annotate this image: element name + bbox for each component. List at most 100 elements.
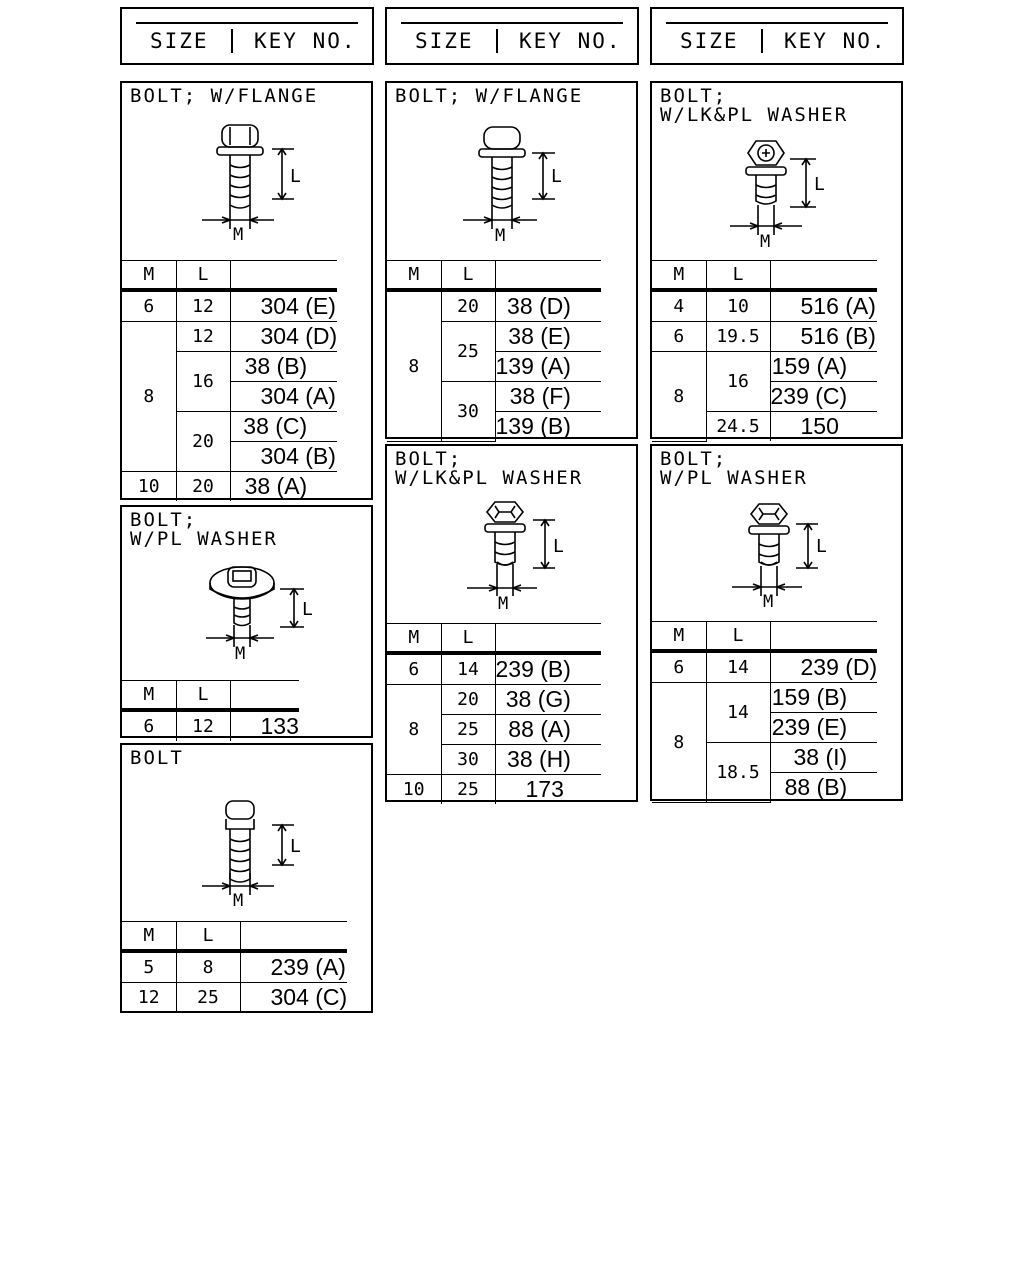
cell-l: 14 bbox=[705, 650, 771, 683]
col-m-header: M bbox=[122, 921, 177, 953]
col-key-header bbox=[229, 260, 338, 292]
cell-m: 6 bbox=[122, 289, 177, 322]
dim-m-label: M bbox=[763, 592, 773, 612]
cell-key: 304 (B) bbox=[230, 441, 338, 472]
cell-l: 8 bbox=[175, 950, 241, 983]
cell-l: 25 bbox=[440, 774, 496, 804]
table-header-row: M L bbox=[122, 921, 348, 953]
cell-l: 14 bbox=[705, 682, 771, 743]
size-table: M L 5 8 239 (A) 12 25 304 (C) bbox=[122, 921, 348, 1012]
header-size-label: SIZE bbox=[680, 29, 739, 53]
pl-washer-bolt-icon: L M bbox=[732, 503, 827, 612]
cell-key: 239 (E) bbox=[770, 712, 878, 743]
flange-bolt-icon: L M bbox=[463, 126, 562, 246]
col-l-header: L bbox=[705, 621, 771, 653]
cell-l: 12 bbox=[175, 321, 231, 352]
cell-l: 14 bbox=[440, 652, 496, 685]
cell-key: 304 (D) bbox=[229, 321, 338, 352]
cell-l: 18.5 bbox=[706, 742, 771, 803]
cell-key: 304 (C) bbox=[239, 982, 348, 1012]
cell-key: 133 bbox=[229, 709, 299, 741]
size-table: M L 4 10 516 (A) 6 19.5 516 (B) 8 16 159… bbox=[652, 260, 878, 442]
cell-m: 8 bbox=[652, 351, 707, 442]
cell-key: 159 (A) bbox=[769, 351, 878, 382]
col-l-header: L bbox=[440, 623, 496, 655]
table-row: 20 38 (C) bbox=[122, 411, 338, 472]
table-header-row: M L bbox=[122, 680, 299, 712]
lk-pl-washer-bolt-icon: L M bbox=[730, 140, 825, 252]
panel-bolt-plain: BOLT L M M L 5 8 239 (A) 12 bbox=[120, 743, 373, 1013]
cell-l: 12 bbox=[175, 709, 231, 741]
panel-bolt-flange-2: BOLT; W/FLANGE L M M L 8 20 38 (D) bbox=[385, 81, 638, 442]
panel-title: BOLT bbox=[130, 747, 184, 769]
panel-bolt-pl-washer-3: BOLT; W/PL WASHER L M M L 6 14 2 bbox=[650, 444, 903, 803]
size-table: M L 6 14 239 (D) 8 14 159 (B) 239 (E) 18… bbox=[652, 621, 878, 803]
cell-key: 38 (A) bbox=[229, 471, 338, 501]
col-l-header: L bbox=[175, 921, 241, 953]
dim-m-label: M bbox=[498, 594, 508, 614]
cell-l: 20 bbox=[176, 411, 231, 472]
cell-key: 38 (F) bbox=[494, 381, 601, 412]
dim-l-label: L bbox=[816, 536, 827, 557]
cell-m: 8 bbox=[652, 682, 707, 803]
table-row: 139 (B) bbox=[387, 411, 601, 441]
cell-l: 25 bbox=[441, 321, 496, 382]
cell-key: 139 (A) bbox=[495, 351, 601, 382]
size-table: M L 8 20 38 (D) 25 38 (E) 139 (A) 30 38 … bbox=[387, 260, 601, 442]
col-l-header: L bbox=[175, 260, 231, 292]
size-table: M L 6 12 304 (E) 8 12 304 (D) 16 38 (B) … bbox=[122, 260, 338, 501]
col-l-header: L bbox=[440, 260, 496, 292]
col-key-header bbox=[769, 621, 878, 653]
cell-m: 8 bbox=[387, 289, 442, 442]
col-m-header: M bbox=[122, 680, 177, 712]
col-m-header: M bbox=[387, 623, 442, 655]
cell-l: 16 bbox=[176, 351, 231, 412]
cell-m: 8 bbox=[122, 321, 177, 472]
cell-key: 139 (B) bbox=[495, 411, 601, 441]
cell-m: 5 bbox=[122, 950, 177, 983]
table-row: 6 12 304 (E) bbox=[122, 289, 338, 322]
cell-l: 20 bbox=[440, 684, 496, 715]
col-key-header bbox=[769, 260, 878, 292]
col-m-header: M bbox=[652, 621, 707, 653]
cell-key: 159 (B) bbox=[769, 682, 878, 713]
dim-l-label: L bbox=[290, 836, 301, 857]
header-size-key-2: SIZE KEY NO. bbox=[385, 7, 639, 65]
table-row: 25 88 (A) bbox=[387, 714, 601, 745]
cell-m: 6 bbox=[652, 321, 707, 352]
header-size-key-3: SIZE KEY NO. bbox=[650, 7, 904, 65]
table-row: 6 14 239 (D) bbox=[652, 650, 878, 683]
dim-m-label: M bbox=[760, 232, 770, 252]
cell-key: 38 (C) bbox=[229, 411, 338, 442]
header-key-label: KEY NO. bbox=[519, 29, 622, 53]
table-row: 30 38 (F) bbox=[387, 381, 601, 442]
dim-m-label: M bbox=[233, 225, 243, 245]
dim-l-label: L bbox=[553, 536, 564, 557]
cell-key: 516 (B) bbox=[769, 321, 878, 352]
cell-l: 24.5 bbox=[706, 411, 771, 441]
table-row: 8 12 304 (D) bbox=[122, 321, 338, 472]
cell-m: 6 bbox=[387, 652, 442, 685]
panel-title: BOLT; W/PL WASHER bbox=[660, 448, 808, 489]
col-m-header: M bbox=[387, 260, 442, 292]
table-row: 8 20 38 (D) bbox=[387, 289, 601, 442]
table-row: 30 38 (H) bbox=[387, 744, 601, 775]
table-row: 88 (B) bbox=[652, 772, 878, 802]
size-table: M L 6 14 239 (B) 8 20 38 (G) 25 88 (A) 3… bbox=[387, 623, 601, 804]
cell-key: 516 (A) bbox=[769, 289, 878, 322]
panel-title: BOLT; W/LK&PL WASHER bbox=[660, 85, 849, 126]
panel-bolt-lk-pl-washer-3: BOLT; W/LK&PL WASHER L M M L 4 10 bbox=[650, 81, 903, 442]
cell-key: 38 (I) bbox=[769, 742, 878, 773]
table-row: 25 38 (E) bbox=[387, 321, 601, 382]
cell-key: 38 (D) bbox=[494, 289, 601, 322]
cell-key: 88 (B) bbox=[770, 772, 878, 802]
cell-key: 239 (A) bbox=[239, 950, 348, 983]
col-key-header bbox=[239, 921, 348, 953]
cell-key: 304 (A) bbox=[230, 381, 338, 412]
panel-title: BOLT; W/FLANGE bbox=[130, 85, 319, 107]
table-row: 24.5 150 bbox=[652, 411, 878, 441]
cell-l: 25 bbox=[175, 982, 241, 1012]
table-header-row: M L bbox=[387, 260, 601, 292]
col-key-header bbox=[229, 680, 299, 712]
table-row: 5 8 239 (A) bbox=[122, 950, 348, 983]
